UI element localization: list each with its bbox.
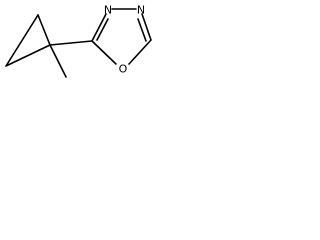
bond-n4-c5-inner [137, 18, 147, 42]
bond-n4-c5 [141, 13, 152, 41]
bond-c2-n3-inner [96, 18, 109, 41]
bond-cp-top-bottom [37, 14, 51, 46]
oxadiazole-ring [91, 8, 152, 65]
bond-cp-to-oxadiazole [49, 40, 93, 46]
bond-o1-c2 [91, 40, 117, 65]
bond-cp-left-bottom [5, 44, 51, 67]
cyclopropane-ring [5, 14, 51, 67]
atom-label-n3: N [104, 4, 112, 17]
bond-c5-o1 [128, 39, 152, 65]
bond-c2-n3 [91, 13, 107, 42]
bond-methyl [49, 44, 67, 78]
atom-label-o1: O [119, 63, 128, 76]
atom-label-n4: N [137, 4, 145, 17]
molecule-structure-diagram: N N O [5, 4, 152, 78]
bond-cp-left-top [5, 14, 39, 67]
